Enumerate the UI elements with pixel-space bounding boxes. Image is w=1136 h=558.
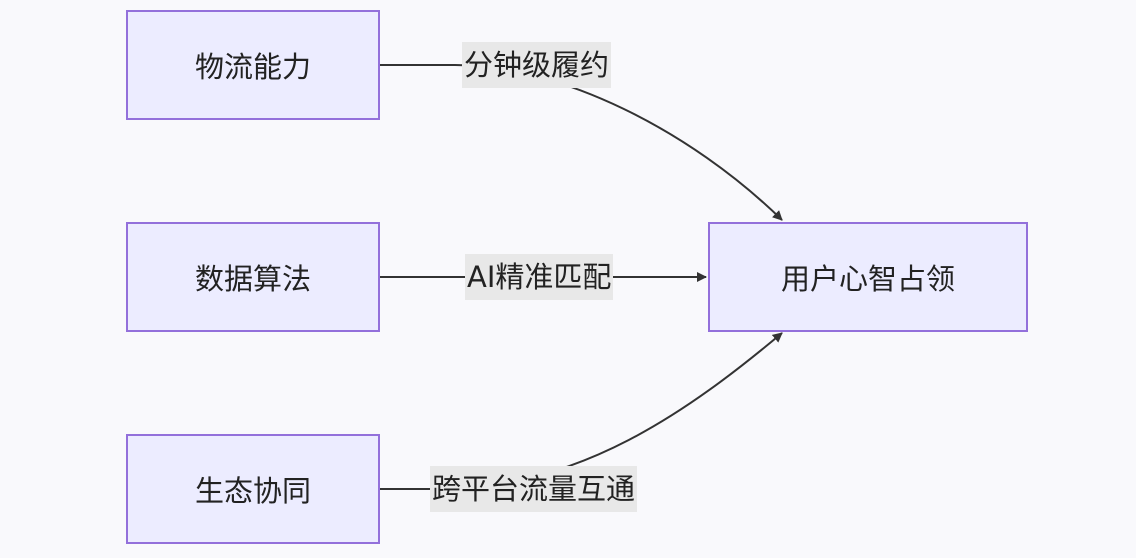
- node-logistics-label: 物流能力: [194, 50, 311, 84]
- node-data-label: 数据算法: [194, 262, 311, 296]
- node-target: 用户心智占领: [708, 222, 1028, 332]
- node-ecosystem-label: 生态协同: [194, 474, 311, 508]
- edge-label-logistics: 分钟级履约: [462, 42, 612, 88]
- edge-logistics-target: [380, 64, 783, 221]
- node-target-label: 用户心智占领: [780, 262, 955, 296]
- node-data: 数据算法: [126, 222, 380, 332]
- node-ecosystem: 生态协同: [126, 434, 380, 544]
- edge-label-ecosystem: 跨平台流量互通: [430, 466, 638, 512]
- edge-label-data: AI精准匹配: [465, 254, 614, 300]
- node-logistics: 物流能力: [126, 10, 380, 120]
